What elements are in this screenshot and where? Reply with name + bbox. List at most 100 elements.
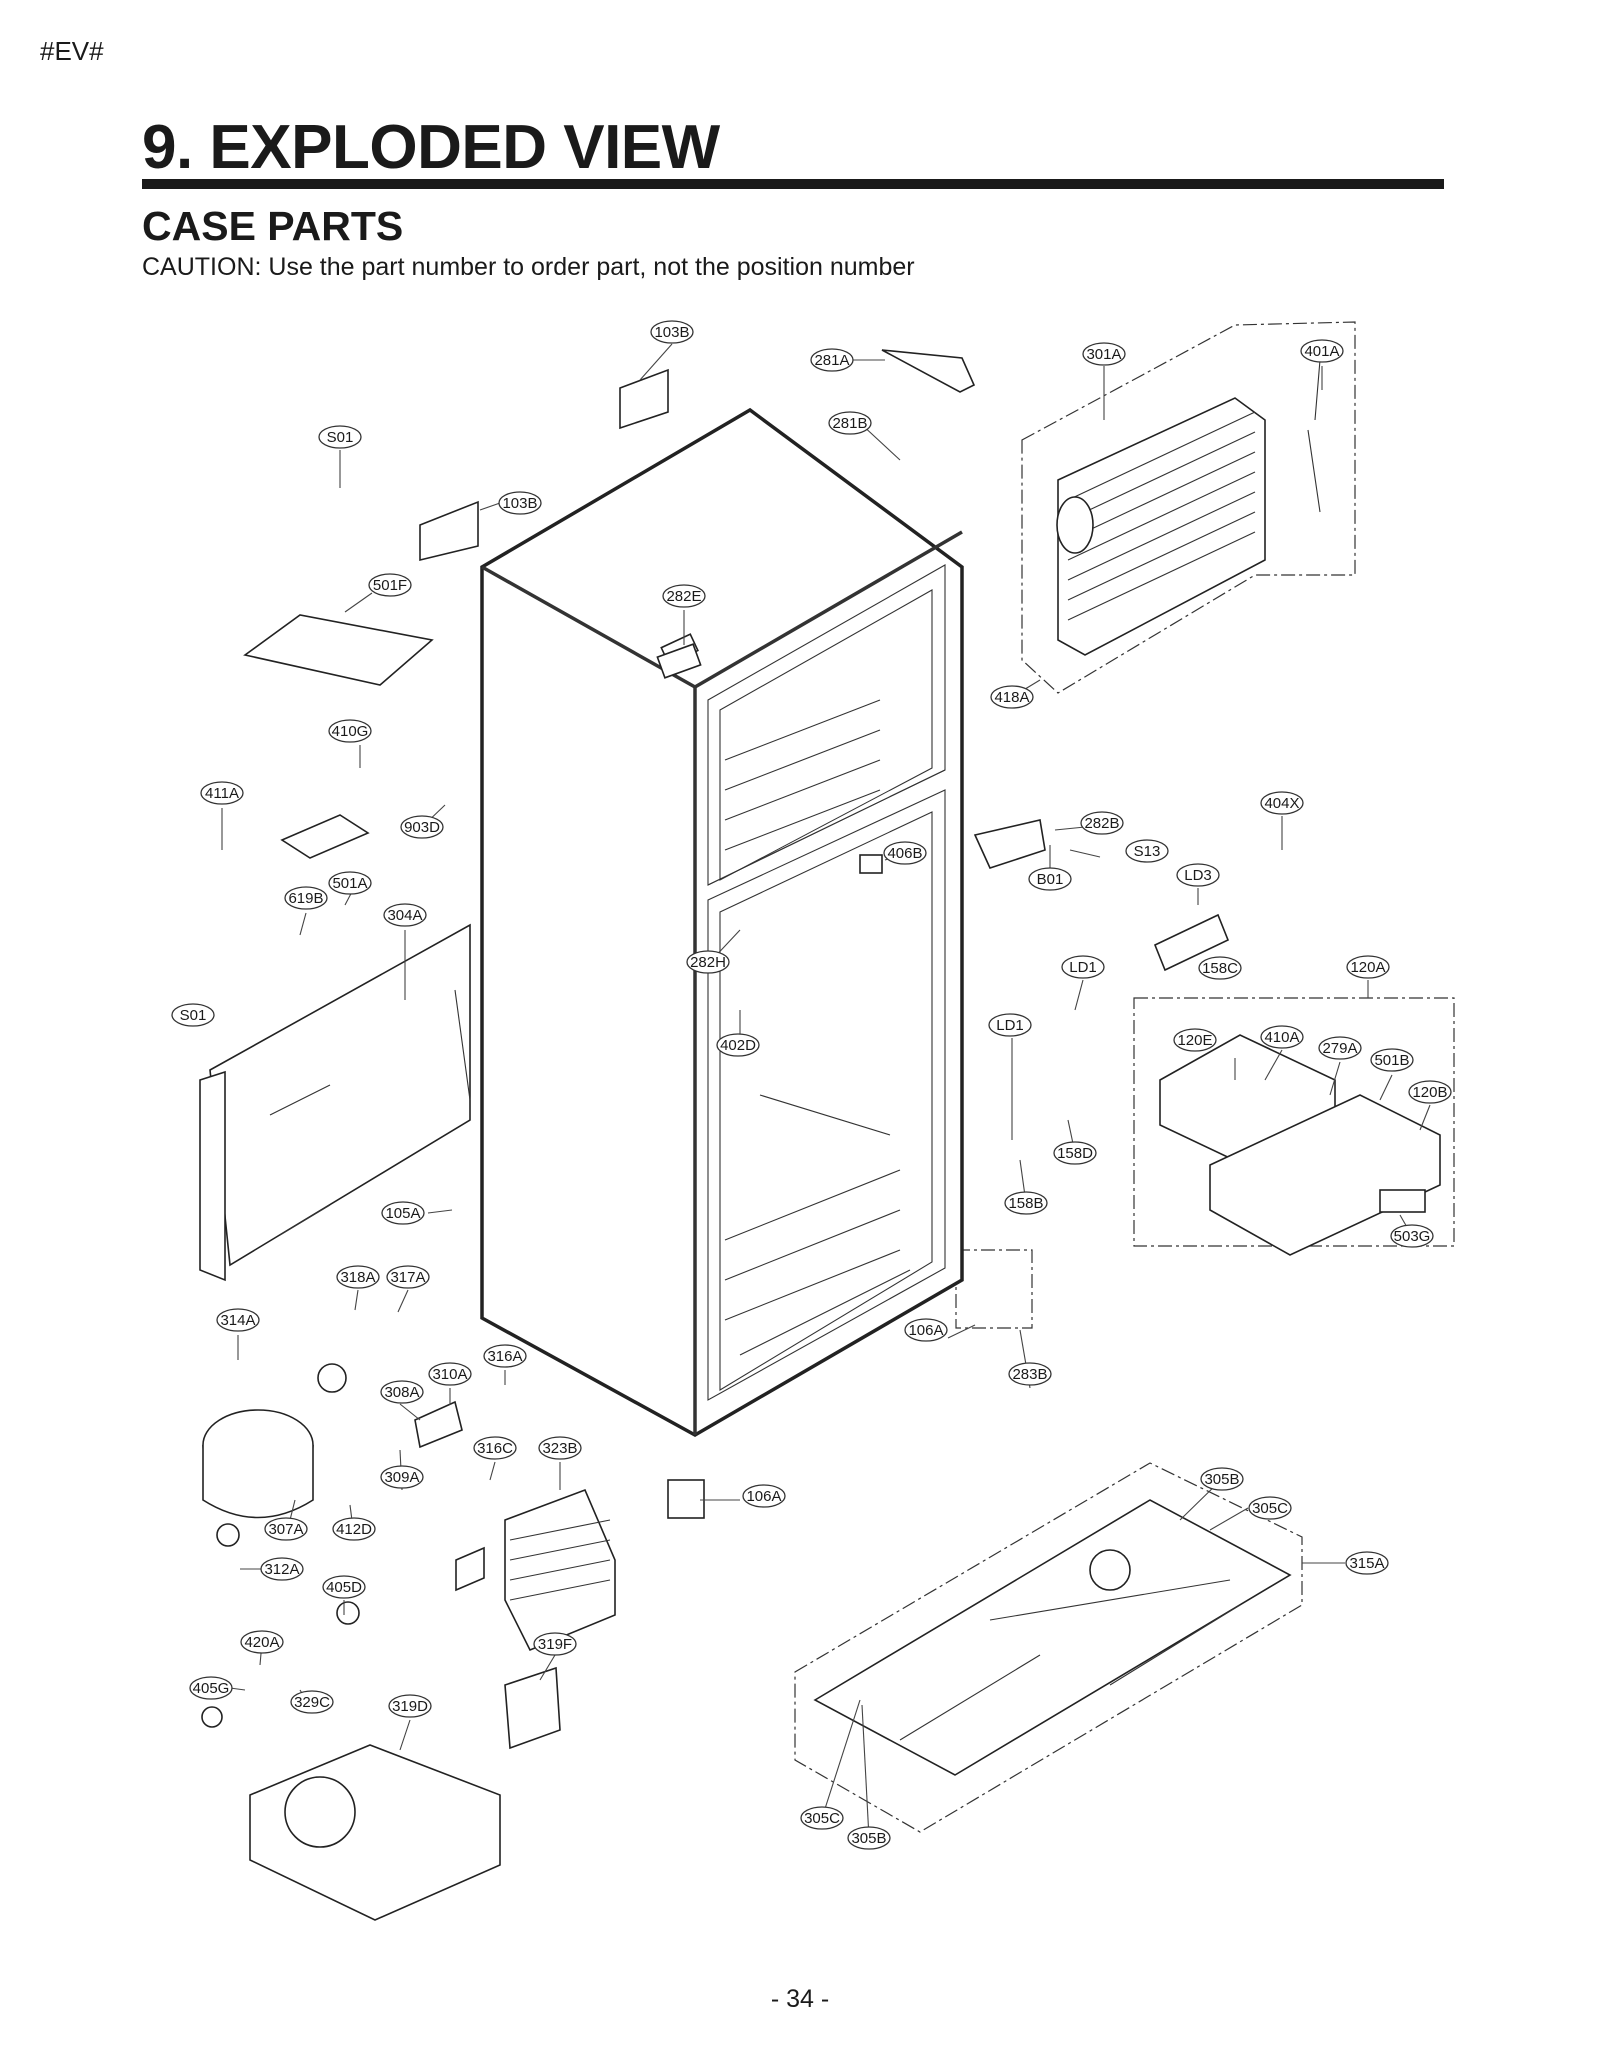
callout-text: 412D: [336, 1521, 372, 1538]
callout-text: 120B: [1412, 1084, 1447, 1101]
callout-103b: 103B: [498, 491, 542, 515]
base-plate-group-box: [794, 1462, 1303, 1833]
callout-282b: 282B: [1080, 811, 1124, 835]
callout-text: 158D: [1057, 1145, 1093, 1162]
callout-501b: 501B: [1370, 1048, 1414, 1072]
callout-text: 103B: [654, 324, 689, 341]
control-box: [1159, 1034, 1441, 1256]
callout-text: 317A: [390, 1269, 425, 1286]
callout-501a: 501A: [328, 871, 372, 895]
callout-410a: 410A: [1260, 1025, 1304, 1049]
callout-s01: S01: [318, 425, 362, 449]
callout-text: 281B: [832, 415, 867, 432]
callout-b01: B01: [1028, 867, 1072, 891]
callout-301a: 301A: [1082, 342, 1126, 366]
callout-105a: 105A: [381, 1201, 425, 1225]
callout-text: 323B: [542, 1440, 577, 1457]
title-rule: [142, 179, 1444, 189]
callout-s01: S01: [171, 1003, 215, 1027]
callout-text: 410A: [1264, 1029, 1299, 1046]
callout-s13: S13: [1125, 839, 1169, 863]
callout-281a: 281A: [810, 348, 854, 372]
callout-410g: 410G: [328, 719, 372, 743]
callout-text: 329C: [294, 1694, 330, 1711]
refrigerator-cabinet: [480, 407, 964, 1438]
callout-120b: 120B: [1408, 1080, 1452, 1104]
callout-text: 411A: [205, 785, 239, 802]
callout-305c: 305C: [800, 1806, 844, 1830]
callout-310a: 310A: [428, 1362, 472, 1386]
callout-text: 105A: [385, 1205, 420, 1222]
callout-401a: 401A: [1300, 339, 1344, 363]
callout-282e: 282E: [662, 584, 706, 608]
page-number: - 34 -: [770, 1985, 830, 2013]
evaporator-group-box: [1021, 321, 1356, 694]
callout-329c: 329C: [290, 1690, 334, 1714]
evaporator: [1056, 359, 1321, 656]
callout-text: 305B: [1204, 1471, 1239, 1488]
callout-text: 283B: [1012, 1366, 1047, 1383]
callout-text: 503G: [1394, 1228, 1431, 1245]
callout-text: 312A: [264, 1561, 299, 1578]
callout-text: S13: [1134, 843, 1161, 860]
base-plate: [813, 1499, 1292, 1776]
callout-106a: 106A: [742, 1484, 786, 1508]
callout-316a: 316A: [483, 1344, 527, 1368]
callout-309a: 309A: [380, 1465, 424, 1489]
callout-text: 307A: [268, 1521, 303, 1538]
callout-text: 106A: [746, 1488, 781, 1505]
callout-323b: 323B: [538, 1436, 582, 1460]
callout-text: 281A: [814, 352, 849, 369]
callout-158c: 158C: [1198, 956, 1242, 980]
callout-text: 308A: [384, 1384, 419, 1401]
callout-text: 310A: [432, 1366, 467, 1383]
document-tag: #EV#: [40, 36, 104, 66]
callout-text: 401A: [1304, 343, 1339, 360]
callout-305c: 305C: [1248, 1496, 1292, 1520]
callout-text: 903D: [404, 819, 440, 836]
callout-307a: 307A: [264, 1517, 308, 1541]
callout-text: 282E: [666, 588, 701, 605]
callout-503g: 503G: [1390, 1224, 1434, 1248]
callout-316c: 316C: [473, 1436, 517, 1460]
callout-text: 501F: [373, 577, 407, 594]
callout-305b: 305B: [1200, 1467, 1244, 1491]
other-parts: [201, 349, 1230, 1750]
callout-text: 501A: [332, 875, 367, 892]
callout-text: 501B: [1374, 1052, 1409, 1069]
callout-420a: 420A: [240, 1630, 284, 1654]
callout-text: 319D: [392, 1698, 428, 1715]
callout-text: 405G: [193, 1680, 230, 1697]
callout-text: 318A: [340, 1269, 375, 1286]
callout-283b: 283B: [1008, 1362, 1052, 1386]
callout-279a: 279A: [1318, 1036, 1362, 1060]
callout-text: LD1: [996, 1017, 1024, 1034]
callout-ld1: LD1: [988, 1013, 1032, 1037]
callout-text: 305B: [851, 1830, 886, 1847]
callout-281b: 281B: [828, 411, 872, 435]
callout-text: 301A: [1086, 346, 1121, 363]
callout-text: 103B: [502, 495, 537, 512]
callout-text: 405D: [326, 1579, 362, 1596]
callout-402d: 402D: [716, 1033, 760, 1057]
callout-305b: 305B: [847, 1826, 891, 1850]
callout-text: 315A: [1349, 1555, 1384, 1572]
callout-106a: 106A: [904, 1318, 948, 1342]
callout-text: B01: [1037, 871, 1064, 888]
callout-120a: 120A: [1346, 955, 1390, 979]
callout-text: 309A: [384, 1469, 419, 1486]
callout-ld3: LD3: [1176, 863, 1220, 887]
callout-text: LD1: [1069, 959, 1097, 976]
callout-text: 316C: [477, 1440, 513, 1457]
callout-314a: 314A: [216, 1308, 260, 1332]
callout-319d: 319D: [388, 1694, 432, 1718]
callout-158d: 158D: [1053, 1141, 1097, 1165]
callout-ld1: LD1: [1061, 955, 1105, 979]
callout-text: 305C: [804, 1810, 840, 1827]
callout-405g: 405G: [189, 1676, 233, 1700]
callout-312a: 312A: [260, 1557, 304, 1581]
callout-903d: 903D: [400, 815, 444, 839]
callout-418a: 418A: [990, 685, 1034, 709]
callout-404x: 404X: [1260, 791, 1304, 815]
